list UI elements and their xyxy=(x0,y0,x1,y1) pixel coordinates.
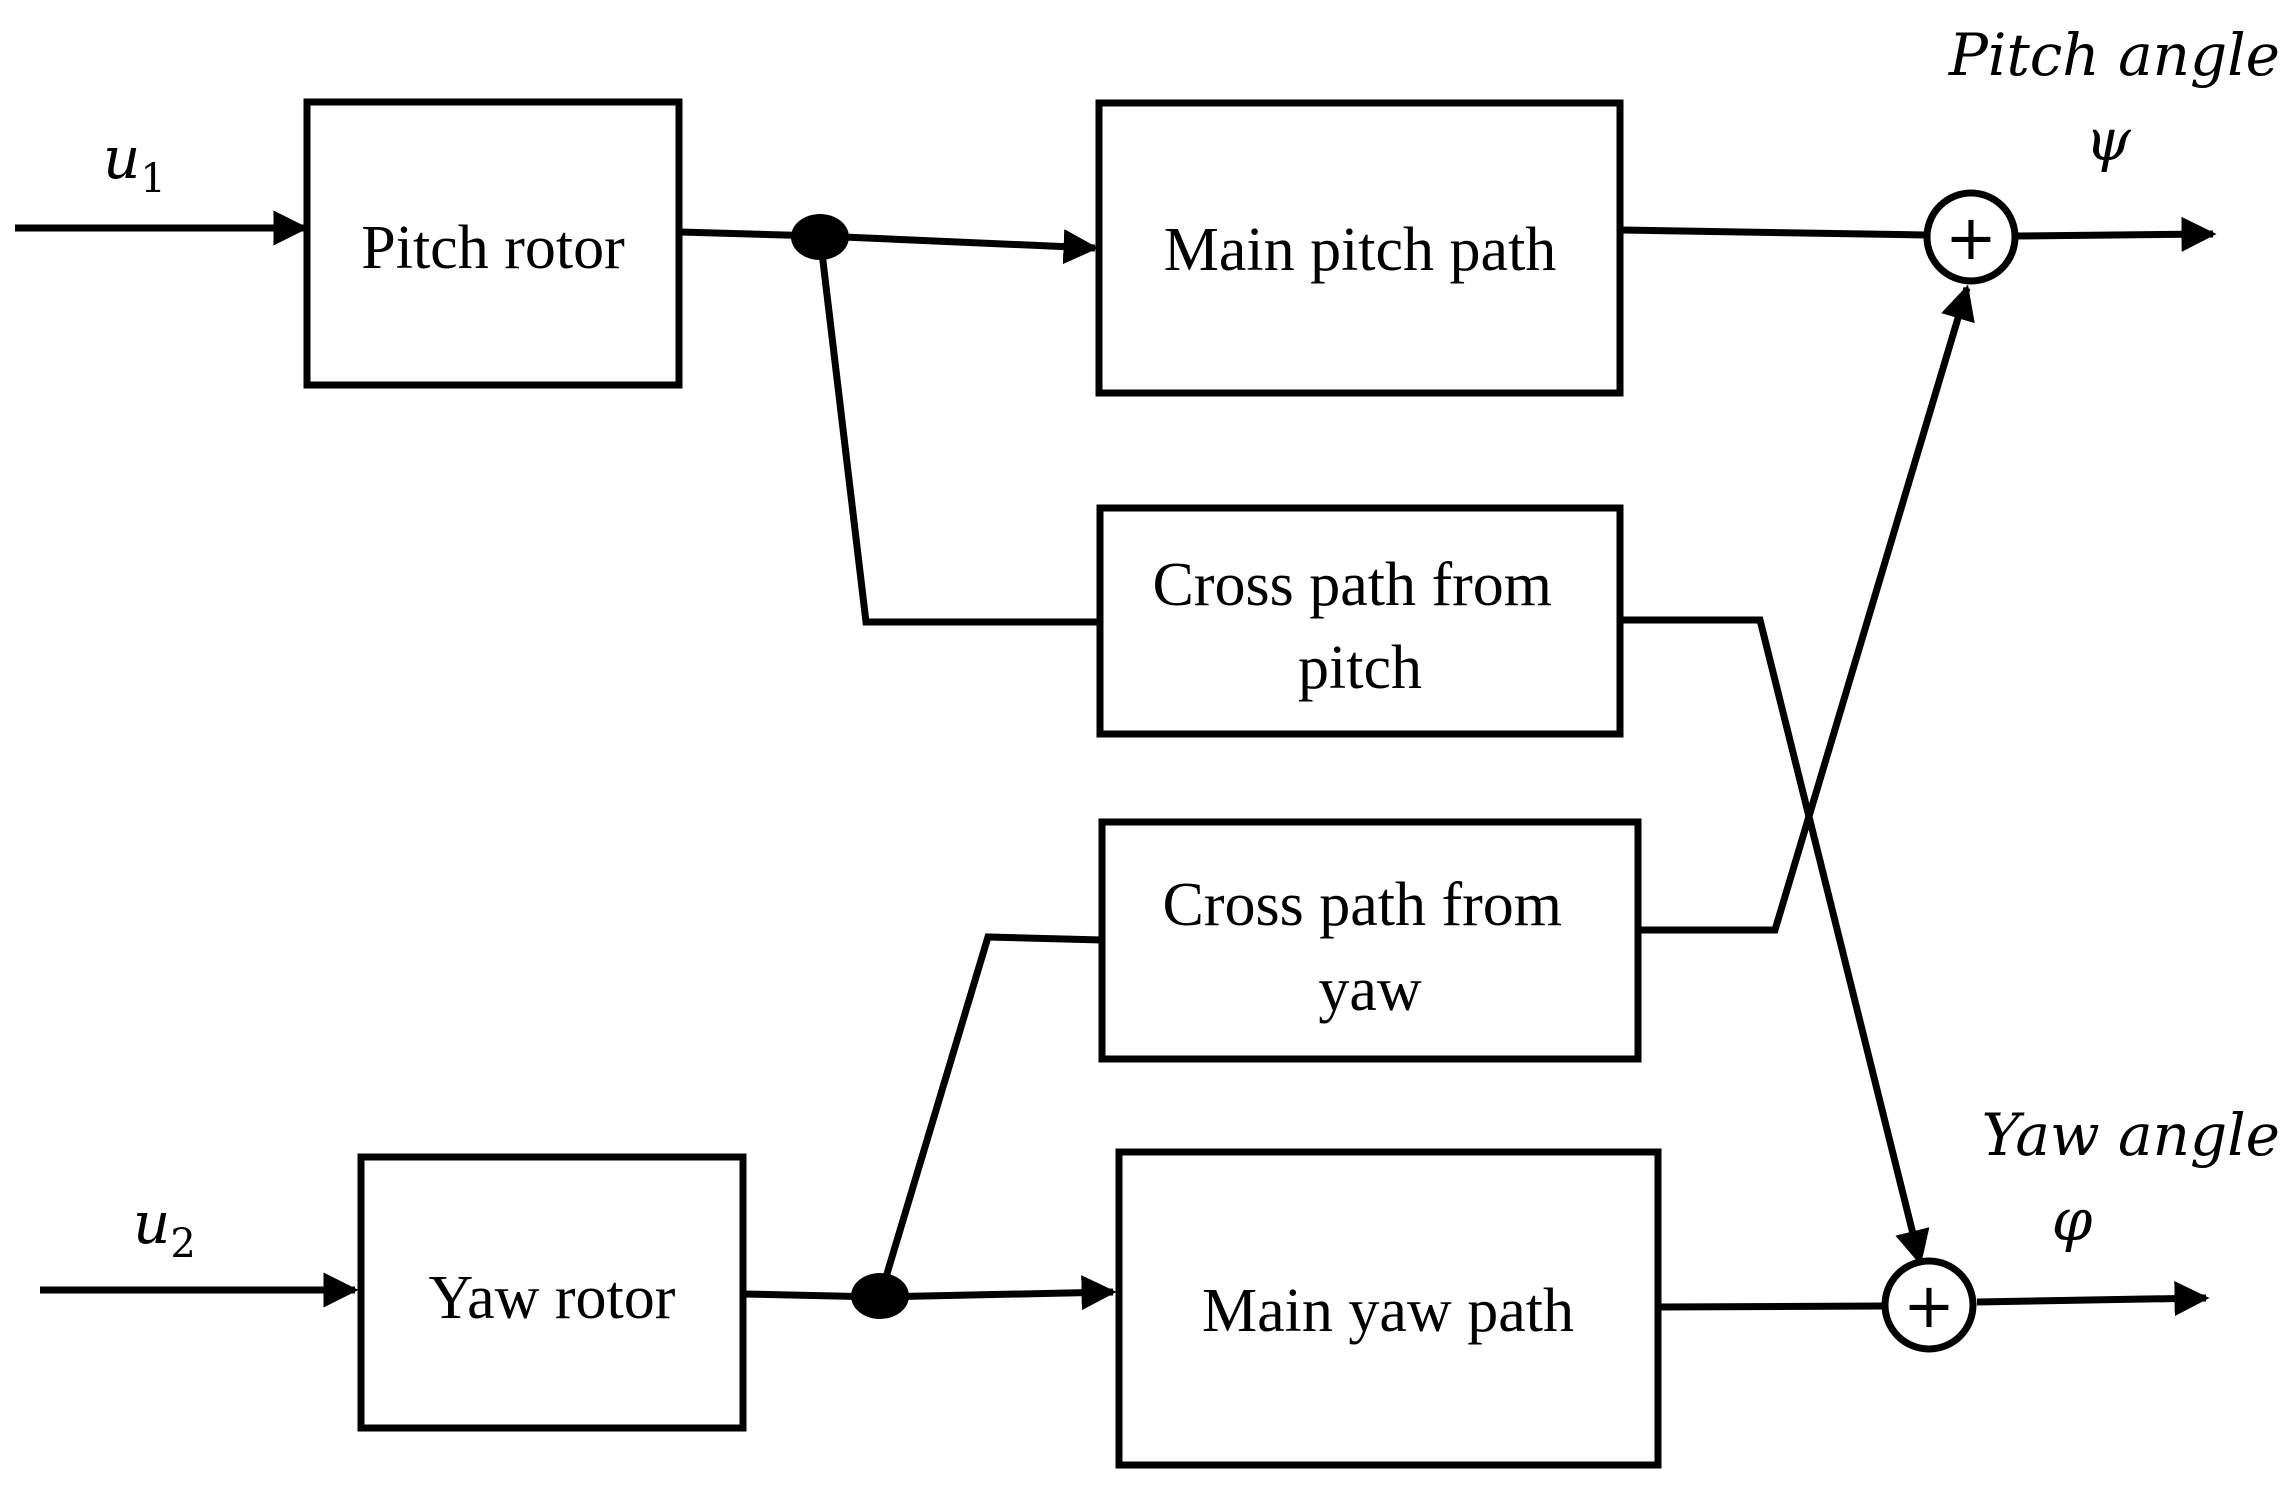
cross-path-from-yaw-block: Cross path from yaw xyxy=(1098,818,1642,1063)
u2-subscript: 2 xyxy=(170,1221,195,1267)
pitch-angle-label: Pitch angle xyxy=(1948,21,2280,89)
cross-path-from-pitch-line-1: Cross path from xyxy=(1152,551,1552,619)
yaw-branch-node xyxy=(851,1273,909,1319)
cross-path-from-pitch-block: Cross path from pitch xyxy=(1096,504,1624,738)
pitch-branch-to-cross-wire xyxy=(816,235,1100,626)
main-pitch-path-label: Main pitch path xyxy=(1164,216,1557,284)
pitch-branch-node xyxy=(791,214,849,260)
yaw-branch-to-main-arrow xyxy=(879,1275,1117,1311)
cross-path-from-pitch-label: Cross path from pitch xyxy=(1152,551,1567,702)
yaw-angle-label: Yaw angle xyxy=(1982,1101,2280,1169)
cross-pitch-to-yaw-sum-arrow xyxy=(1622,616,1930,1266)
pitch-angle-symbol: ψ xyxy=(2085,106,2131,174)
yaw-summing-junction: + xyxy=(1881,1257,1977,1353)
pitch-rotor-block: Pitch rotor xyxy=(303,98,683,389)
yaw-sum-plus: + xyxy=(1903,1269,1955,1342)
main-yaw-path-block: Main yaw path xyxy=(1115,1148,1662,1469)
yaw-branch-to-cross-wire xyxy=(876,933,1103,1299)
pitch-branch-to-main-arrow xyxy=(819,229,1099,265)
yaw-angle-symbol: φ xyxy=(2052,1186,2093,1254)
yaw-rotor-label: Yaw rotor xyxy=(429,1264,676,1332)
main-yaw-path-label: Main yaw path xyxy=(1202,1277,1574,1345)
cross-path-from-yaw-label: Cross path from yaw xyxy=(1162,871,1577,1024)
main-pitch-output-wire xyxy=(1621,226,1926,239)
cross-path-from-yaw-line-2: yaw xyxy=(1318,956,1422,1024)
pitch-summing-junction: + xyxy=(1923,189,2019,285)
pitch-sum-plus: + xyxy=(1945,201,1997,274)
u1-symbol: u xyxy=(103,124,140,192)
main-yaw-output-wire xyxy=(1659,1302,1884,1311)
u1-subscript: 1 xyxy=(140,156,165,202)
u1-label: u1 xyxy=(103,124,166,202)
pitch-angle-output-arrow xyxy=(2016,216,2217,252)
main-pitch-path-block: Main pitch path xyxy=(1095,99,1624,397)
cross-path-from-pitch-line-2: pitch xyxy=(1298,634,1422,702)
pitch-rotor-label: Pitch rotor xyxy=(361,214,625,282)
yaw-rotor-block: Yaw rotor xyxy=(357,1153,747,1432)
u2-symbol: u xyxy=(133,1189,170,1257)
u2-label: u2 xyxy=(133,1189,196,1267)
cross-path-from-yaw-line-1: Cross path from xyxy=(1162,871,1562,939)
cross-yaw-to-pitch-sum-arrow xyxy=(1640,284,1975,934)
yaw-angle-output-arrow xyxy=(1976,1281,2210,1317)
